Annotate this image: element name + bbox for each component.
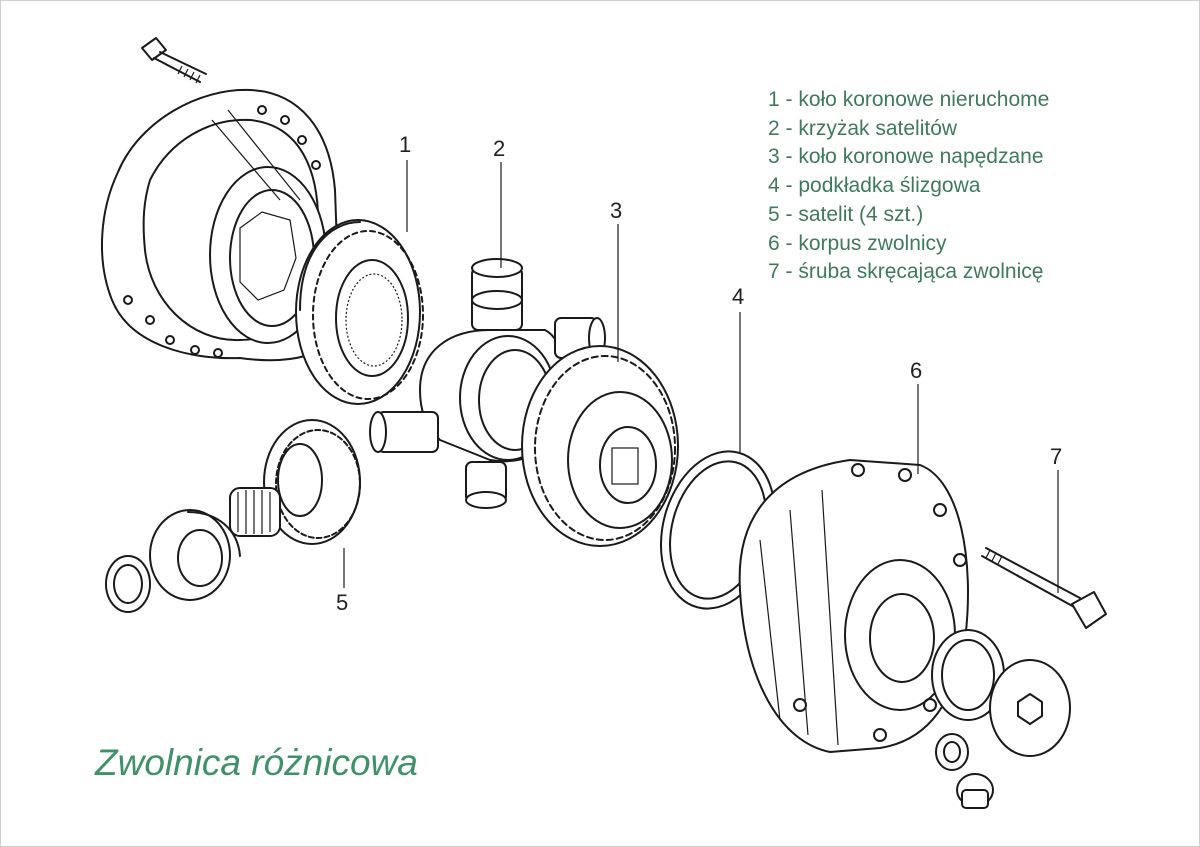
callout-2: 2 bbox=[493, 136, 505, 161]
top-bolt bbox=[141, 37, 207, 84]
parts-legend: 1 - koło koronowe nieruchome 2 - krzyżak… bbox=[768, 86, 1049, 287]
legend-item-5: 5 - satelit (4 szt.) bbox=[768, 202, 924, 226]
leader-lines bbox=[343, 160, 1059, 593]
end-cap bbox=[989, 659, 1071, 757]
small-washer-right bbox=[935, 733, 969, 771]
ring-gear-fixed bbox=[295, 219, 424, 405]
diagram-title: Zwolnica różnicowa bbox=[95, 742, 418, 783]
callout-5: 5 bbox=[336, 590, 348, 615]
seal-ring-right bbox=[931, 629, 1005, 721]
legend-item-2: 2 - krzyżak satelitów bbox=[768, 116, 958, 140]
ring-gear-driven bbox=[521, 345, 679, 547]
callout-6: 6 bbox=[910, 358, 922, 383]
bearing-bushing bbox=[149, 509, 241, 601]
callout-4: 4 bbox=[732, 284, 744, 309]
legend-item-4: 4 - podkładka ślizgowa bbox=[768, 174, 981, 198]
hub-bolt bbox=[981, 547, 1107, 629]
callout-1: 1 bbox=[399, 132, 411, 157]
callout-7: 7 bbox=[1050, 444, 1062, 469]
legend-item-3: 3 - koło koronowe napędzane bbox=[768, 145, 1044, 169]
satellite-gear bbox=[229, 419, 361, 545]
small-washer-left bbox=[105, 555, 151, 613]
legend-item-6: 6 - korpus zwolnicy bbox=[768, 231, 947, 255]
legend-item-7: 7 - śruba skręcająca zwolnicę bbox=[768, 260, 1044, 284]
hub-body bbox=[738, 459, 969, 753]
legend-item-1: 1 - koło koronowe nieruchome bbox=[768, 88, 1050, 111]
plug-nut bbox=[956, 773, 994, 809]
callout-3: 3 bbox=[610, 198, 622, 223]
